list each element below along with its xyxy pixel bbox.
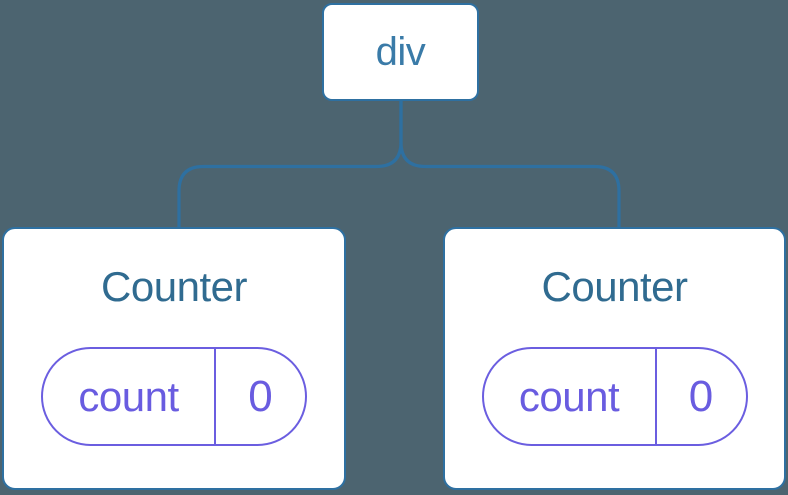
component-card-counter-1: Counter count 0 [2,227,346,490]
state-pill: count 0 [481,347,748,446]
connector-right-branch [399,101,621,228]
component-card-counter-2: Counter count 0 [443,227,786,490]
state-name-label: count [43,349,216,444]
component-title: Counter [541,263,688,310]
state-name-label: count [484,349,657,444]
root-node-label: div [375,29,426,74]
root-node-div: div [322,3,479,101]
component-title: Counter [101,263,247,310]
state-value: 0 [248,371,273,421]
state-value: 0 [688,371,714,421]
connector-left-branch [177,101,403,228]
state-pill: count 0 [41,347,307,446]
